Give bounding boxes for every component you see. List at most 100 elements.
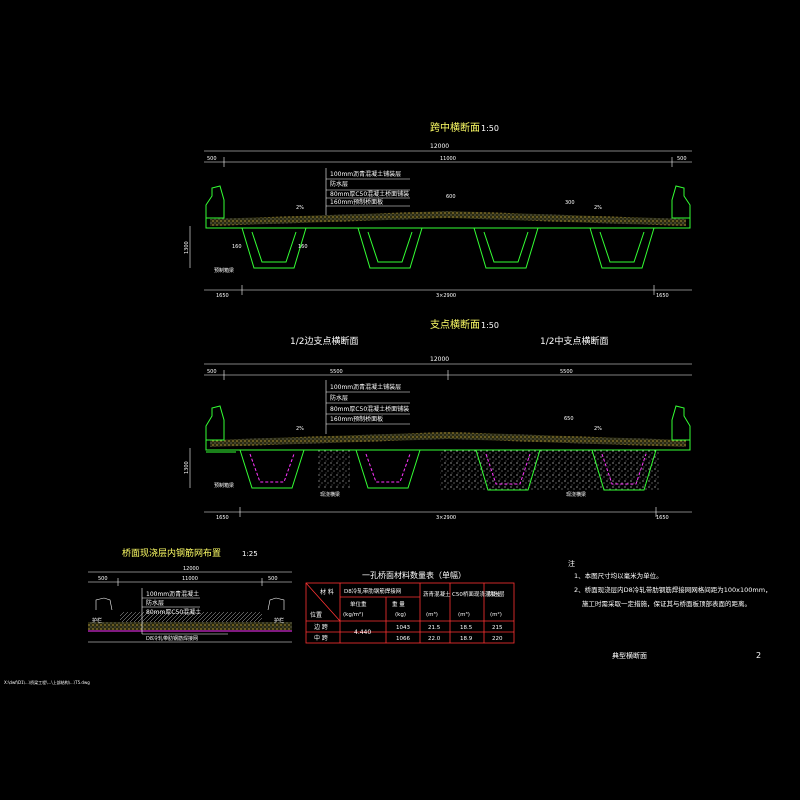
layer-callouts: 100mm沥青混凝土铺装层 防水层 80mm厚C50混凝土桥面铺装 160mm预…	[325, 380, 410, 434]
svg-text:防水层: 防水层	[330, 394, 348, 402]
svg-text:500: 500	[268, 576, 278, 582]
svg-text:5500: 5500	[560, 369, 573, 375]
rebar-label: D8冷轧带肋钢筋焊接网	[146, 635, 198, 642]
svg-text:100mm沥青混凝土铺装层: 100mm沥青混凝土铺装层	[330, 383, 401, 391]
svg-text:预制箱梁: 预制箱梁	[214, 482, 234, 489]
deck-slab	[205, 218, 691, 229]
svg-text:80mm厚C50混凝土桥面铺装: 80mm厚C50混凝土桥面铺装	[330, 405, 409, 413]
svg-text:D8冷轧带肋钢筋焊接网: D8冷轧带肋钢筋焊接网	[344, 587, 402, 595]
svg-text:C50桥面现浇混凝土: C50桥面现浇混凝土	[452, 590, 502, 598]
barrier-right	[671, 405, 691, 441]
web-label: 160	[298, 244, 308, 250]
svg-text:215: 215	[492, 625, 503, 631]
deck-paving	[210, 211, 686, 226]
svg-text:4.440: 4.440	[354, 629, 371, 636]
width-label: 600	[446, 194, 456, 200]
dim-bottom-mid: 3×2900	[436, 293, 456, 299]
svg-text:材 料: 材 料	[320, 588, 334, 596]
note-item: 施工时需采取一定措施，保证其与桥面板顶部表面的距离。	[582, 599, 751, 608]
girder-note: 预制箱梁	[214, 267, 234, 274]
svg-text:650: 650	[564, 416, 574, 422]
dim-bottom-left: 1650	[216, 293, 229, 299]
svg-text:11000: 11000	[182, 576, 198, 582]
svg-text:500: 500	[207, 369, 217, 375]
girder	[239, 449, 305, 489]
svg-text:位置: 位置	[310, 611, 322, 619]
svg-text:防水层: 防水层	[146, 599, 164, 607]
svg-text:沥青混凝土: 沥青混凝土	[423, 590, 451, 598]
section3-scale: 1:25	[242, 550, 258, 558]
svg-text:中 跨: 中 跨	[314, 634, 328, 642]
svg-text:1066: 1066	[396, 636, 410, 642]
layer-label: 100mm沥青混凝土铺装层	[330, 170, 401, 178]
dim-top-mid: 11000	[440, 156, 456, 162]
svg-text:18.9: 18.9	[460, 636, 473, 642]
svg-text:80mm厚C50混凝土: 80mm厚C50混凝土	[146, 608, 201, 616]
svg-text:防水层: 防水层	[488, 590, 505, 598]
svg-text:21.5: 21.5	[428, 625, 441, 631]
width-label: 300	[565, 200, 575, 206]
svg-text:1650: 1650	[656, 515, 669, 521]
girder	[355, 449, 421, 489]
svg-text:现浇横梁: 现浇横梁	[320, 491, 340, 498]
svg-text:100mm沥青混凝土: 100mm沥青混凝土	[146, 590, 199, 598]
svg-text:18.5: 18.5	[460, 625, 473, 631]
dim-bottom-right: 1650	[656, 293, 669, 299]
layer-label: 80mm厚C50混凝土桥面铺装	[330, 190, 409, 198]
left-half-title: 1/2边支点横断面	[290, 335, 359, 347]
svg-text:护栏: 护栏	[92, 617, 102, 624]
notes: 注 1、本图尺寸均以毫米为单位。 2、桥面现浇层内D8冷轧带肋钢筋焊接网网格间距…	[568, 559, 772, 608]
svg-text:5500: 5500	[330, 369, 343, 375]
table-title: 一孔桥面材料数量表（单幅）	[362, 570, 466, 580]
barrier-right	[267, 597, 285, 611]
section2-scale: 1:50	[481, 321, 499, 330]
layer-callouts: 100mm沥青混凝土 防水层 80mm厚C50混凝土 D8冷轧带肋钢筋焊接网	[141, 588, 228, 642]
height-label: 1300	[184, 241, 190, 254]
barrier-left	[205, 185, 225, 219]
section3-title: 桥面现浇层内钢筋网布置	[122, 547, 221, 559]
svg-text:1650: 1650	[216, 515, 229, 521]
deck-paving	[210, 432, 686, 447]
paving-layer	[88, 622, 292, 630]
page-number: 2	[756, 651, 761, 660]
section1-scale: 1:50	[481, 124, 499, 133]
svg-text:现浇横梁: 现浇横梁	[566, 491, 586, 498]
section3-rebar-mesh: 桥面现浇层内钢筋网布置 1:25 12000 500 11000 500 100…	[88, 547, 292, 643]
material-table: 一孔桥面材料数量表（单幅） 材 料 位置 D8冷轧带肋钢筋焊接网 单位重 (kg…	[305, 570, 515, 644]
barrier-right	[671, 185, 691, 219]
web-label: 160	[232, 244, 242, 250]
file-path: X:\dwf\D1\...\桥梁工程\...\上部结构\...\T5.dwg	[4, 679, 90, 685]
table-row: 边 跨 4.440 1043 21.5 18.5 215	[314, 623, 503, 636]
svg-text:500: 500	[98, 576, 108, 582]
barrier-left	[95, 597, 113, 611]
dim-top-right: 500	[677, 156, 687, 162]
layer-label: 160mm预制桥面板	[330, 198, 383, 206]
note-item: 2、桥面现浇层内D8冷轧带肋钢筋焊接网网格间距为100x100mm，	[574, 585, 772, 594]
slope-label: 2%	[296, 205, 304, 211]
layer-callouts: 100mm沥青混凝土铺装层 防水层 80mm厚C50混凝土桥面铺装 160mm预…	[325, 168, 410, 218]
svg-text:(kg/m²): (kg/m²)	[343, 611, 363, 618]
cast-crossbeam-right	[440, 450, 660, 490]
svg-text:(kg): (kg)	[395, 612, 406, 618]
section2-support: 支点横断面 1:50 1/2边支点横断面 1/2中支点横断面 12000 500…	[184, 318, 692, 521]
svg-text:(m²): (m²)	[490, 611, 502, 618]
svg-text:2%: 2%	[594, 426, 602, 432]
svg-text:单位重: 单位重	[350, 600, 367, 608]
svg-text:(m³): (m³)	[458, 611, 470, 618]
section1-title: 跨中横断面	[430, 121, 480, 134]
cast-crossbeam	[318, 450, 350, 488]
svg-text:1300: 1300	[184, 461, 190, 474]
dim-top-left: 500	[207, 156, 217, 162]
concrete-layer	[120, 612, 262, 622]
slope-label: 2%	[594, 205, 602, 211]
right-half-title: 1/2中支点横断面	[540, 335, 609, 347]
table-row: 中 跨 1066 22.0 18.9 220	[314, 634, 503, 642]
svg-text:3×2900: 3×2900	[436, 515, 456, 521]
dim-total: 12000	[430, 356, 449, 363]
diaphragm-outline	[249, 453, 295, 483]
svg-text:160mm预制桥面板: 160mm预制桥面板	[330, 415, 383, 423]
svg-text:12000: 12000	[183, 566, 199, 572]
section2-title: 支点横断面	[430, 318, 480, 331]
svg-text:护栏: 护栏	[274, 617, 284, 624]
